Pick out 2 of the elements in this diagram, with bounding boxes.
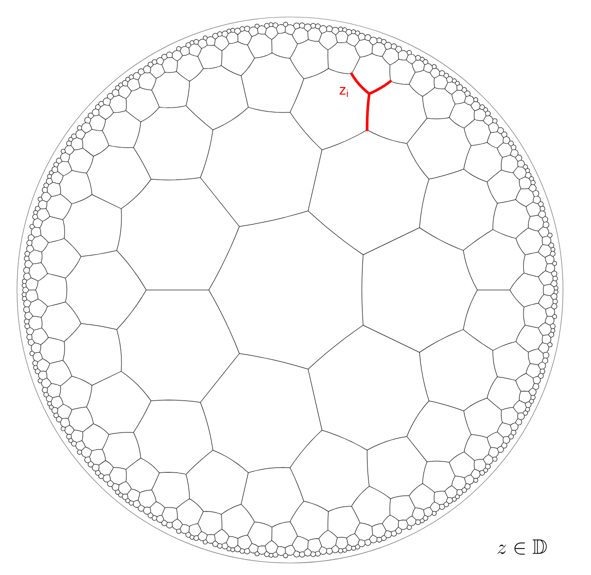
vertex-label: z$_{i}$ <box>340 87 348 97</box>
formula: $z \in \mathbb{D}$ <box>498 540 547 555</box>
